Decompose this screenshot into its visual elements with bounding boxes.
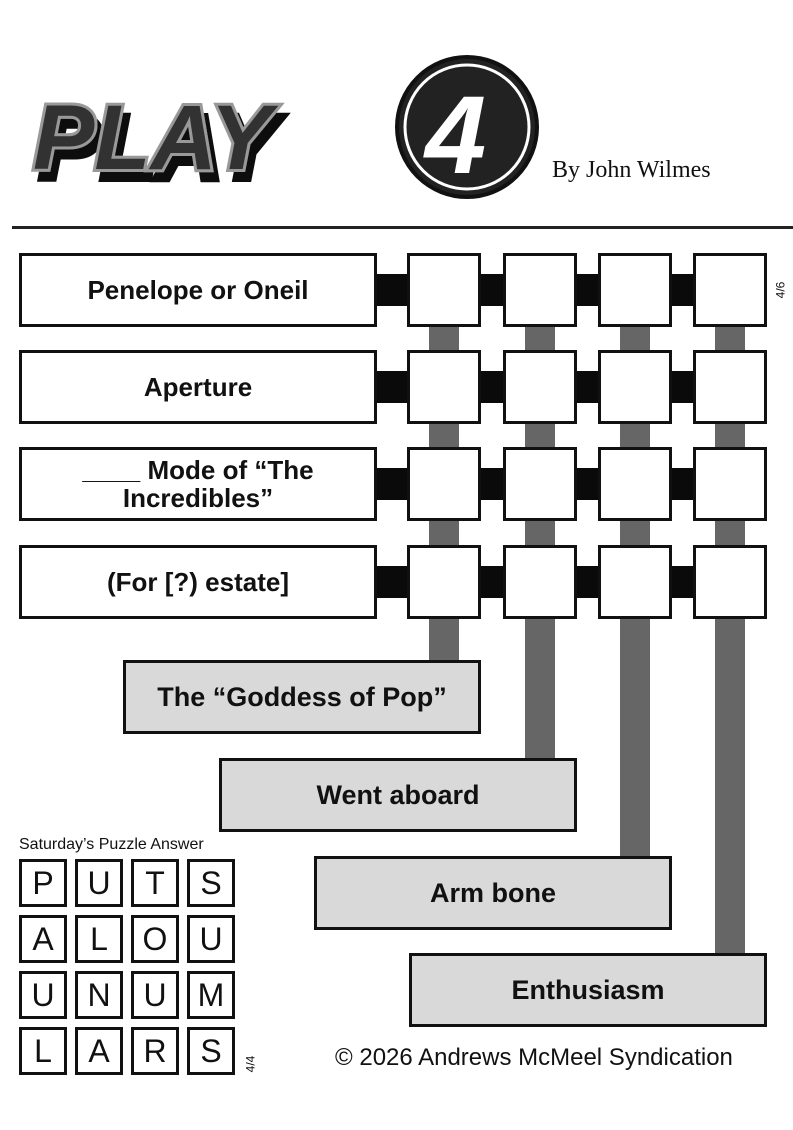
across-connector: [577, 274, 598, 306]
copyright: © 2026 Andrews McMeel Syndication: [335, 1044, 733, 1071]
previous-answer-letter: L: [75, 915, 123, 963]
across-connector: [672, 468, 693, 500]
across-connector: [672, 274, 693, 306]
answer-cell[interactable]: [598, 545, 672, 619]
puzzle-id: 4/6: [773, 281, 788, 299]
answer-cell[interactable]: [598, 447, 672, 521]
previous-answer-letter: A: [19, 915, 67, 963]
previous-answer-letter: M: [187, 971, 235, 1019]
across-connector: [577, 566, 598, 598]
byline: By John Wilmes: [552, 157, 711, 183]
answer-cell[interactable]: [503, 253, 577, 327]
across-clue: Penelope or Oneil: [19, 253, 377, 327]
play4-logo: PLAY 4: [30, 55, 539, 199]
previous-answer-letter: S: [187, 859, 235, 907]
across-connector: [577, 468, 598, 500]
answer-cell[interactable]: [693, 350, 767, 424]
previous-answer-letter: L: [19, 1027, 67, 1075]
answer-cell[interactable]: [503, 545, 577, 619]
across-connector: [481, 371, 503, 403]
previous-answer-letter: U: [187, 915, 235, 963]
across-clue: ____ Mode of “The Incredibles”: [19, 447, 377, 521]
answer-cell[interactable]: [407, 350, 481, 424]
answer-cell[interactable]: [407, 545, 481, 619]
previous-answer-letter: O: [131, 915, 179, 963]
across-connector: [377, 566, 407, 598]
answer-cell[interactable]: [598, 350, 672, 424]
previous-answer-letter: R: [131, 1027, 179, 1075]
across-connector: [377, 468, 407, 500]
logo-text: PLAY: [33, 87, 279, 189]
across-connector: [577, 371, 598, 403]
answer-cell[interactable]: [503, 350, 577, 424]
answer-cell[interactable]: [693, 545, 767, 619]
down-clue: The “Goddess of Pop”: [123, 660, 481, 734]
across-connector: [481, 274, 503, 306]
across-connector: [481, 468, 503, 500]
previous-puzzle-id: 4/4: [243, 1055, 258, 1073]
answer-cell[interactable]: [407, 253, 481, 327]
across-connector: [377, 274, 407, 306]
previous-answer-letter: S: [187, 1027, 235, 1075]
previous-answer-letter: U: [75, 859, 123, 907]
across-clue: Aperture: [19, 350, 377, 424]
across-connector: [377, 371, 407, 403]
down-clue: Arm bone: [314, 856, 672, 930]
previous-answer-letter: N: [75, 971, 123, 1019]
across-clue: (For [?) estate]: [19, 545, 377, 619]
divider: [12, 226, 793, 229]
answer-cell[interactable]: [407, 447, 481, 521]
down-clue: Went aboard: [219, 758, 577, 832]
previous-answer-letter: U: [19, 971, 67, 1019]
across-connector: [672, 371, 693, 403]
logo-circle: [395, 55, 539, 199]
across-connector: [672, 566, 693, 598]
answer-cell[interactable]: [693, 447, 767, 521]
previous-answer-letter: A: [75, 1027, 123, 1075]
answer-cell[interactable]: [503, 447, 577, 521]
answer-cell[interactable]: [598, 253, 672, 327]
previous-answer-letter: U: [131, 971, 179, 1019]
previous-answer-letter: P: [19, 859, 67, 907]
previous-answer-letter: T: [131, 859, 179, 907]
down-clue: Enthusiasm: [409, 953, 767, 1027]
logo-number: 4: [423, 74, 486, 197]
previous-answer-title: Saturday’s Puzzle Answer: [19, 836, 204, 853]
answer-cell[interactable]: [693, 253, 767, 327]
across-connector: [481, 566, 503, 598]
